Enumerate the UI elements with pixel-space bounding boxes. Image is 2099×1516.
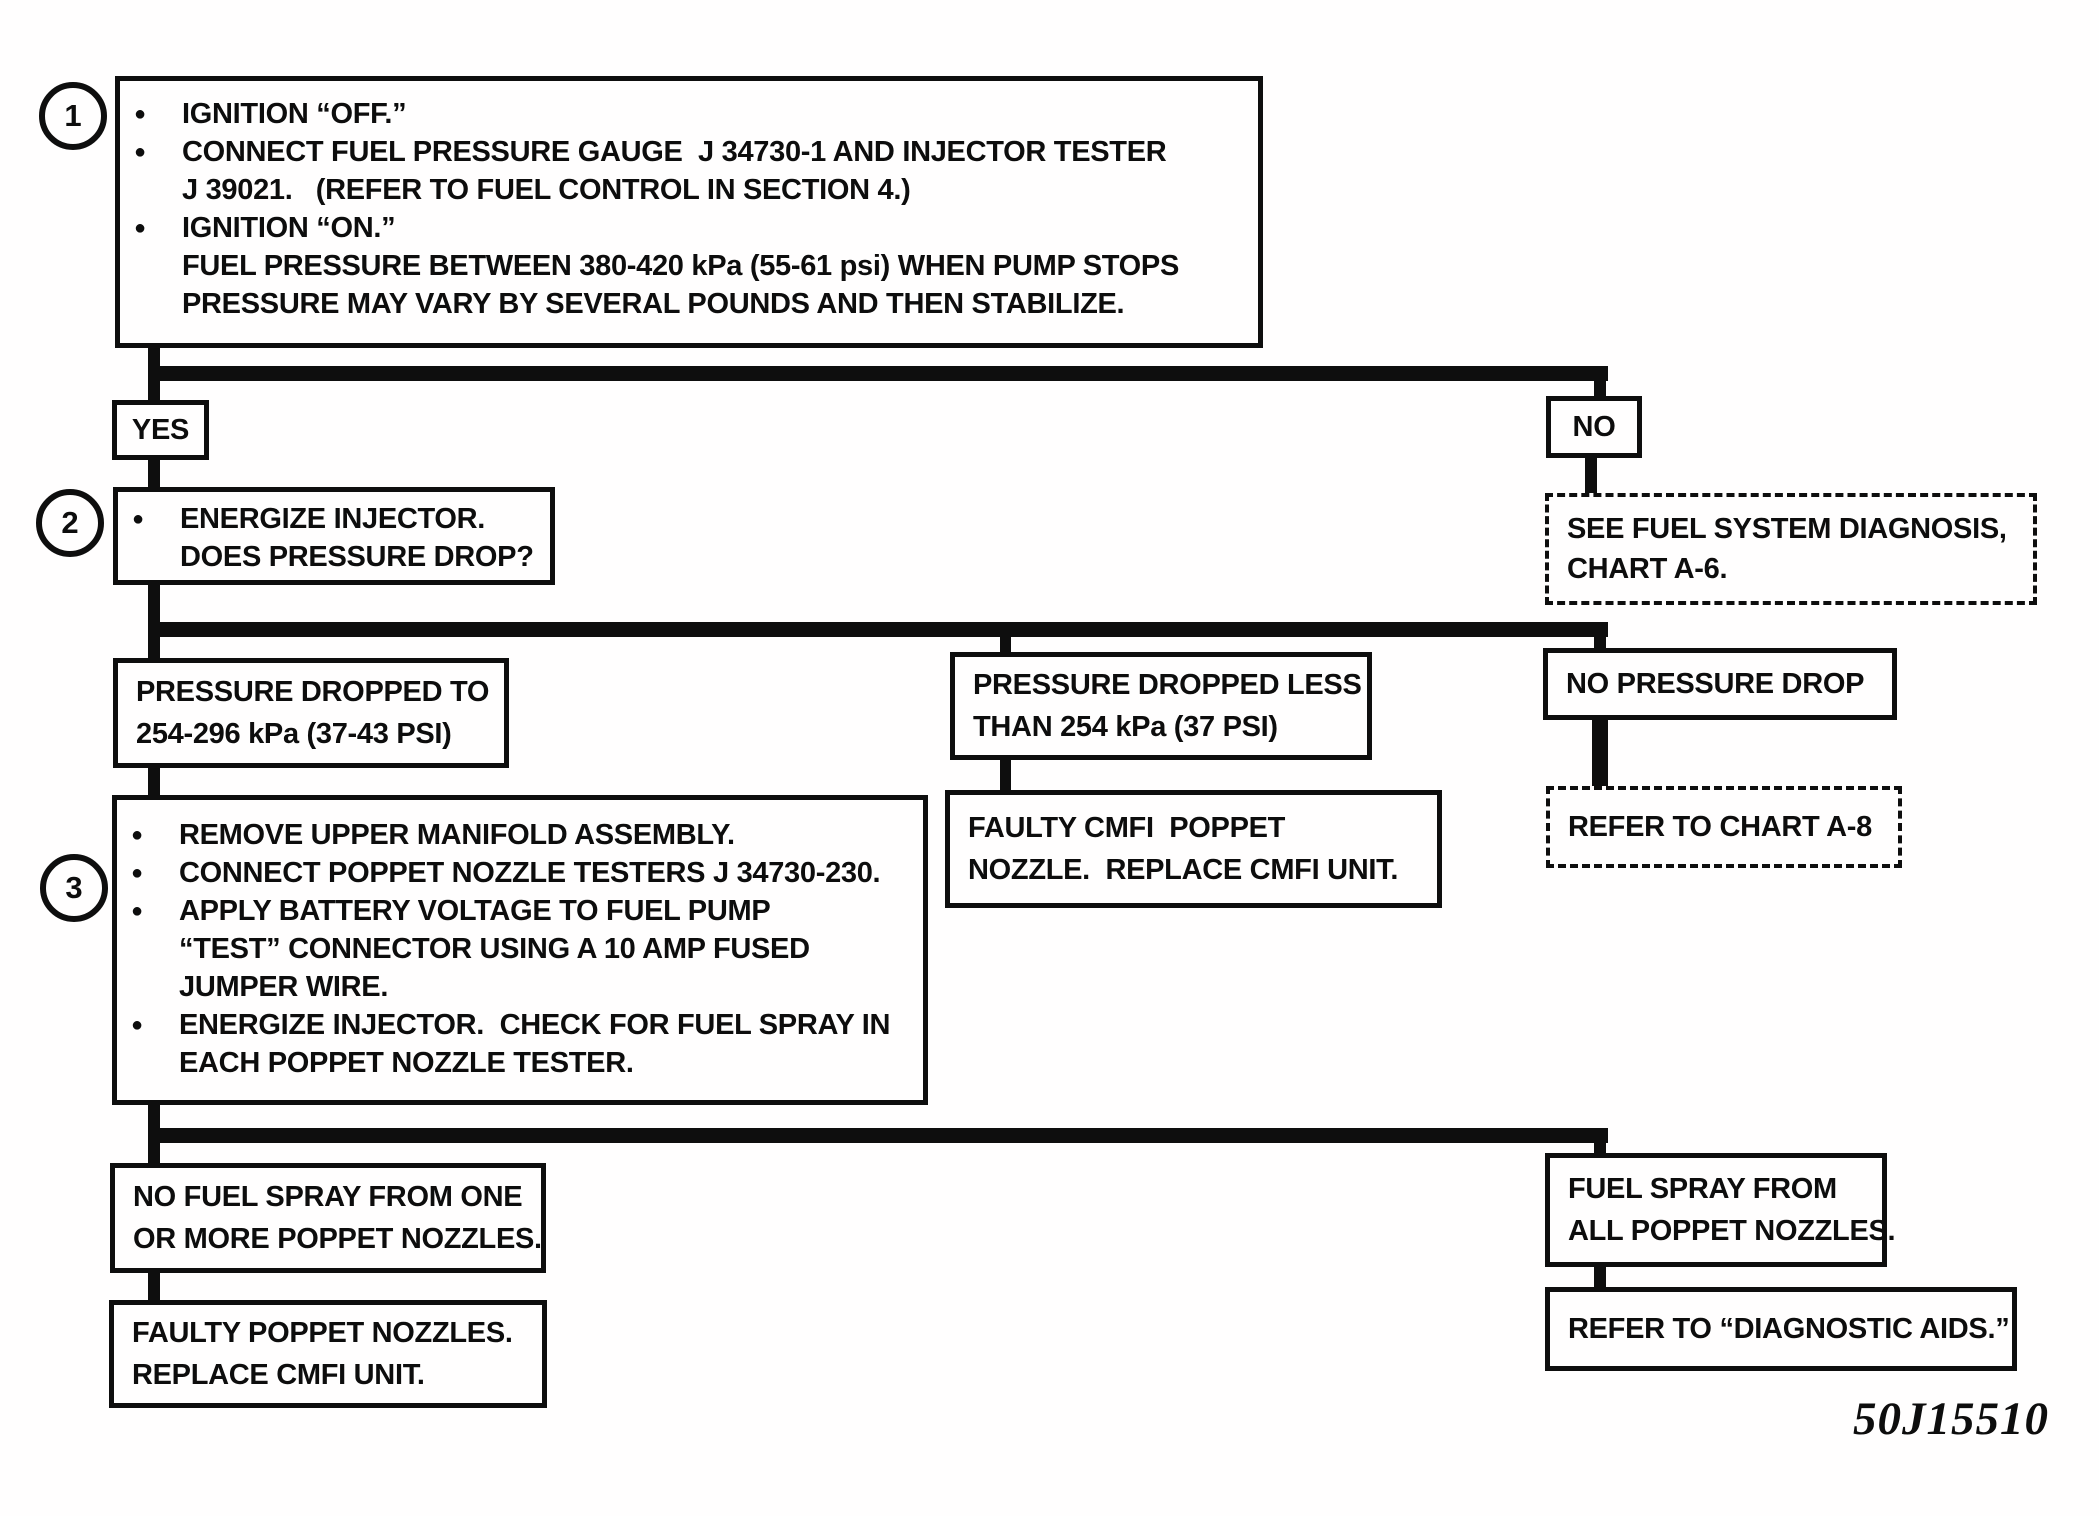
step3-line1: REMOVE UPPER MANIFOLD ASSEMBLY.	[179, 819, 735, 851]
chart-a6-box: SEE FUEL SYSTEM DIAGNOSIS, CHART A-6.	[1545, 493, 2037, 605]
figure-number: 50J15510	[1853, 1393, 2049, 1445]
bullet-icon: ●	[131, 1014, 143, 1036]
step2-line1: ENERGIZE INJECTOR.	[180, 503, 486, 535]
pressure-dropped-less-line1: PRESSURE DROPPED LESS	[973, 669, 1362, 701]
bullet-icon: ●	[131, 824, 143, 846]
step1-line5: FUEL PRESSURE BETWEEN 380-420 kPa (55-61…	[182, 250, 1179, 282]
diagnostic-aids-line1: REFER TO “DIAGNOSTIC AIDS.”	[1568, 1313, 2010, 1345]
connector-dropped-to-step3	[148, 764, 160, 798]
step3-line4: “TEST” CONNECTOR USING A 10 AMP FUSED	[179, 933, 810, 965]
bullet-icon: ●	[131, 900, 143, 922]
step3-line6: ENERGIZE INJECTOR. CHECK FOR FUEL SPRAY …	[179, 1009, 891, 1041]
step1-line6: PRESSURE MAY VARY BY SEVERAL POUNDS AND …	[182, 288, 1125, 320]
connector-yes-to-step2	[148, 458, 160, 490]
chart-a6-line2: CHART A-6.	[1567, 553, 1728, 585]
step1-line2: CONNECT FUEL PRESSURE GAUGE J 34730-1 AN…	[182, 136, 1167, 168]
step3-box: ● REMOVE UPPER MANIFOLD ASSEMBLY. ● CONNEC…	[112, 795, 928, 1105]
no-pressure-drop-line1: NO PRESSURE DROP	[1566, 668, 1865, 700]
fuel-spray-all-line1: FUEL SPRAY FROM	[1568, 1173, 1837, 1205]
faulty-poppet-line2: REPLACE CMFI UNIT.	[132, 1359, 425, 1391]
faulty-cmfi-line2: NOZZLE. REPLACE CMFI UNIT.	[968, 854, 1399, 886]
fuel-spray-all-line2: ALL POPPET NOZZLES.	[1568, 1215, 1896, 1247]
faulty-cmfi-line1: FAULTY CMFI POPPET	[968, 812, 1286, 844]
pressure-dropped-less-box: PRESSURE DROPPED LESS THAN 254 kPa (37 P…	[950, 652, 1372, 760]
connector-no-to-chart-a6	[1585, 456, 1597, 496]
step1-number: 1	[64, 98, 82, 133]
pressure-dropped-to-line1: PRESSURE DROPPED TO	[136, 676, 490, 708]
faulty-poppet-line1: FAULTY POPPET NOZZLES.	[132, 1317, 513, 1349]
pressure-dropped-less-line2: THAN 254 kPa (37 PSI)	[973, 711, 1278, 743]
chart-a8-box: REFER TO CHART A-8	[1546, 786, 1902, 868]
step1-box: ● IGNITION “OFF.” ● CONNECT FUEL PRESSURE …	[115, 76, 1263, 348]
step2-line2: DOES PRESSURE DROP?	[180, 541, 534, 573]
connector-nospray-to-faulty-poppet	[148, 1270, 160, 1302]
no-fuel-spray-box: NO FUEL SPRAY FROM ONE OR MORE POPPET NO…	[110, 1163, 546, 1273]
step3-line2: CONNECT POPPET NOZZLE TESTERS J 34730-23…	[179, 857, 881, 889]
connector-no-drop-to-chart-a8	[1592, 716, 1608, 788]
connector-less-to-faulty-cmfi	[1000, 756, 1011, 792]
pressure-dropped-to-box: PRESSURE DROPPED TO 254-296 kPa (37-43 P…	[113, 658, 509, 768]
bullet-icon: ●	[134, 217, 146, 239]
bullet-icon: ●	[131, 862, 143, 884]
faulty-poppet-box: FAULTY POPPET NOZZLES. REPLACE CMFI UNIT…	[109, 1300, 547, 1408]
chart-a6-line1: SEE FUEL SYSTEM DIAGNOSIS,	[1567, 513, 2007, 545]
step3-line5: JUMPER WIRE.	[179, 971, 389, 1003]
no-fuel-spray-line1: NO FUEL SPRAY FROM ONE	[133, 1181, 523, 1213]
yes-label-text: YES	[131, 413, 190, 446]
step3-line7: EACH POPPET NOZZLE TESTER.	[179, 1047, 634, 1079]
bullet-icon: ●	[132, 508, 144, 530]
step2-number-circle: 2	[36, 489, 104, 557]
bullet-icon: ●	[134, 141, 146, 163]
faulty-cmfi-box: FAULTY CMFI POPPET NOZZLE. REPLACE CMFI …	[945, 790, 1442, 908]
fuel-spray-all-box: FUEL SPRAY FROM ALL POPPET NOZZLES.	[1545, 1153, 1896, 1267]
connector-branch-bar-3	[148, 1128, 1608, 1143]
step1-number-circle: 1	[39, 82, 107, 150]
connector-branch-bar-1	[148, 366, 1608, 381]
connector-branch-bar-2	[148, 622, 1608, 637]
chart-a8-line1: REFER TO CHART A-8	[1568, 811, 1872, 843]
no-branch-label: NO	[1546, 396, 1642, 458]
diagnostic-aids-box: REFER TO “DIAGNOSTIC AIDS.”	[1545, 1287, 2017, 1371]
step1-line3: J 39021. (REFER TO FUEL CONTROL IN SECTI…	[182, 174, 911, 206]
no-label-text: NO	[1572, 410, 1616, 443]
step1-line1: IGNITION “OFF.”	[182, 98, 407, 130]
no-pressure-drop-box: NO PRESSURE DROP	[1543, 648, 1897, 720]
step3-line3: APPLY BATTERY VOLTAGE TO FUEL PUMP	[179, 895, 771, 927]
step1-line4: IGNITION “ON.”	[182, 212, 396, 244]
connector-bar2-to-dropped-less	[1000, 634, 1011, 656]
yes-branch-label: YES	[112, 400, 209, 460]
step3-number: 3	[65, 870, 83, 905]
connector-bar1-to-no	[1594, 372, 1606, 400]
bullet-icon: ●	[134, 103, 146, 125]
connector-sprayall-to-diagnostic-aids	[1594, 1264, 1606, 1290]
connector-bar2-to-no-drop	[1594, 634, 1606, 652]
no-fuel-spray-line2: OR MORE POPPET NOZZLES.	[133, 1223, 542, 1255]
step2-box: ● ENERGIZE INJECTOR. DOES PRESSURE DROP?	[113, 487, 555, 585]
step3-number-circle: 3	[40, 854, 108, 922]
step2-number: 2	[61, 505, 79, 540]
connector-bar3-to-spray-all	[1594, 1140, 1606, 1156]
pressure-dropped-to-line2: 254-296 kPa (37-43 PSI)	[136, 718, 452, 750]
